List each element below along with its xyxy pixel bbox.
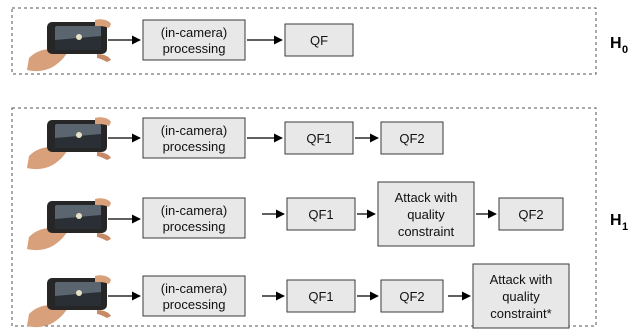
hand-holding-smartphone-icon: [27, 198, 111, 251]
qf1-label: QF1: [308, 207, 333, 222]
h1-frame: [11, 107, 597, 327]
qf2-box: [498, 197, 564, 231]
qf1-box: [286, 279, 356, 313]
qf2-box: [380, 121, 444, 155]
hypothesis-h1-sub: 1: [622, 221, 628, 233]
processing-label-line1: (in-camera): [161, 203, 227, 218]
processing-box: [142, 197, 246, 239]
hand-holding-smartphone-icon: [27, 19, 111, 72]
hypothesis-h0-main: H: [610, 35, 622, 52]
processing-label-line1: (in-camera): [161, 25, 227, 40]
qf2-box: [380, 279, 444, 313]
row-h1-b: (in-camera) processing QF1 Attack with q…: [27, 181, 564, 251]
processing-label-line2: processing: [163, 219, 226, 234]
qf1-label: QF1: [308, 289, 333, 304]
attack-label-line1: Attack with: [395, 190, 458, 205]
qf2-label: QF2: [518, 207, 543, 222]
processing-box: [142, 19, 246, 61]
qf-label: QF: [310, 33, 328, 48]
qf1-box: [284, 121, 354, 155]
hand-holding-smartphone-icon: [27, 275, 111, 328]
attack-label-line2: quality: [502, 289, 540, 304]
hypothesis-h1: H 1: [610, 212, 628, 233]
row-h1-c: (in-camera) processing QF1 QF2 Attack wi…: [27, 263, 570, 329]
attack-label-line3: constraint: [398, 224, 455, 239]
attack-label-line2: quality: [407, 207, 445, 222]
qf2-label: QF2: [399, 131, 424, 146]
attack-label-line3: constraint*: [490, 306, 551, 321]
processing-label-line2: processing: [163, 139, 226, 154]
processing-label-line1: (in-camera): [161, 281, 227, 296]
attack-label-line1: Attack with: [490, 272, 553, 287]
h0-frame: [11, 7, 597, 75]
processing-label-line1: (in-camera): [161, 123, 227, 138]
hypothesis-h1-main: H: [610, 212, 622, 229]
row-h0: (in-camera) processing QF: [27, 19, 354, 72]
hypothesis-h0: H 0: [610, 35, 628, 56]
qf1-label: QF1: [306, 131, 331, 146]
qf-box: [284, 23, 354, 57]
qf1-box: [286, 197, 356, 231]
attack-box: [472, 263, 570, 329]
attack-box: [377, 181, 475, 247]
processing-box: [142, 275, 246, 317]
processing-box: [142, 117, 246, 159]
row-h1-a: (in-camera) processing QF1 QF2: [27, 117, 444, 170]
processing-label-line2: processing: [163, 297, 226, 312]
hypothesis-h0-sub: 0: [622, 44, 628, 56]
processing-label-line2: processing: [163, 41, 226, 56]
qf2-label: QF2: [399, 289, 424, 304]
hand-holding-smartphone-icon: [27, 117, 111, 170]
